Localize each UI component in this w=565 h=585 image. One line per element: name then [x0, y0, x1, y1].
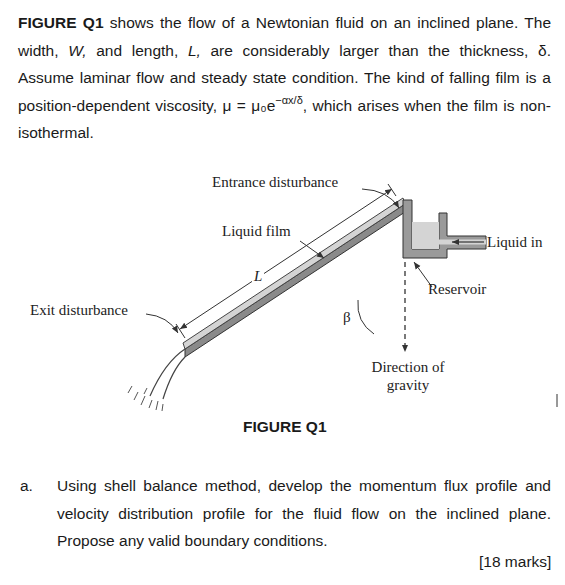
paragraph-text: −αx/δ — [275, 94, 302, 106]
figure-label: Direction of gravity — [362, 358, 454, 394]
figure-label: Exit disturbance — [30, 302, 128, 319]
paragraph-text: FIGURE Q1 — [18, 14, 104, 31]
figure-label: Liquid film — [222, 223, 291, 240]
angle-label: β — [343, 309, 351, 326]
figure-caption: FIGURE Q1 — [243, 418, 327, 436]
question-text: Using shell balance method, develop the … — [57, 472, 551, 555]
paragraph-text: and length, — [96, 42, 178, 59]
figure-label: Reservoir — [428, 281, 486, 298]
figure-label: Liquid in — [487, 234, 542, 251]
figure-label: Entrance disturbance — [212, 174, 338, 191]
intro-paragraph: FIGURE Q1 shows the flow of a Newtonian … — [18, 9, 551, 147]
marks-note: [18 marks] — [479, 553, 551, 571]
paragraph-text: W, — [68, 42, 86, 59]
paragraph-text: L, — [188, 42, 201, 59]
paragraph-text: μ = μ₀e — [222, 97, 275, 114]
question-letter: a. — [20, 472, 33, 500]
dimension-label: L — [252, 268, 264, 285]
